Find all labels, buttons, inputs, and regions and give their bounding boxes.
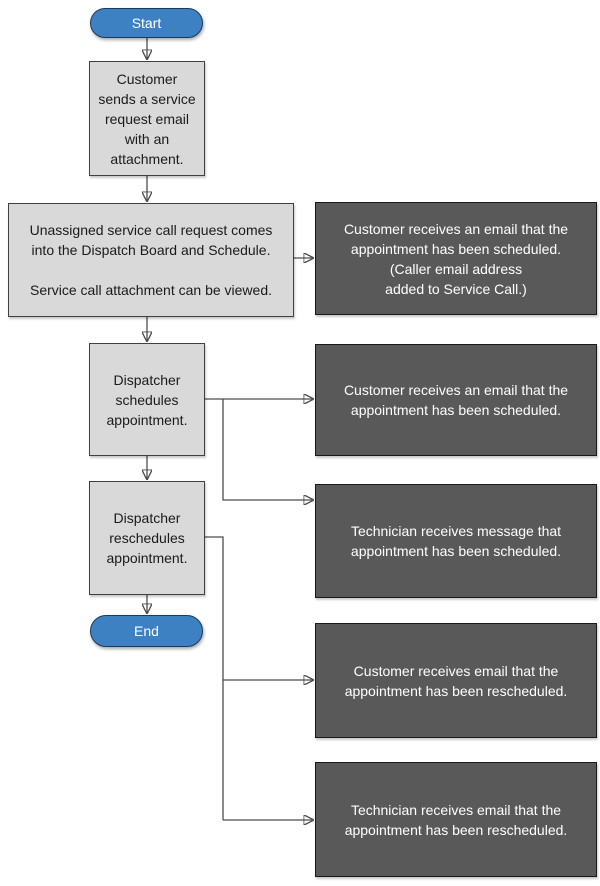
end-terminator: End xyxy=(90,615,203,647)
outcome-technician-email-rescheduled: Technician receives email that the appoi… xyxy=(315,762,597,877)
start-terminator: Start xyxy=(90,8,203,38)
process-unassigned-service-call: Unassigned service call request comes in… xyxy=(8,203,294,317)
outcome-customer-email-rescheduled: Customer receives email that the appoint… xyxy=(315,623,597,738)
end-label: End xyxy=(134,623,159,639)
outcome-technician-message-scheduled-label: Technician receives message that appoint… xyxy=(350,523,562,559)
outcome-customer-email-scheduled: Customer receives an email that the appo… xyxy=(315,344,597,456)
connector-reschedules-trunk xyxy=(205,536,224,820)
outcome-customer-email-scheduled-caller-added: Customer receives an email that the appo… xyxy=(315,202,597,315)
outcome-technician-email-rescheduled-label: Technician receives email that the appoi… xyxy=(344,801,568,838)
process-dispatcher-reschedules: Dispatcher reschedules appointment. xyxy=(89,481,205,595)
process-dispatcher-schedules: Dispatcher schedules appointment. xyxy=(89,343,205,456)
outcome-customer-email-scheduled-caller-added-label: Customer receives an email that the appo… xyxy=(343,220,569,297)
process-dispatcher-schedules-label: Dispatcher schedules appointment. xyxy=(106,371,188,428)
process-customer-sends-request-label: Customer sends a service request email w… xyxy=(98,70,196,167)
process-unassigned-service-call-label: Unassigned service call request comes in… xyxy=(29,222,273,298)
outcome-customer-email-rescheduled-label: Customer receives email that the appoint… xyxy=(344,662,568,699)
outcome-technician-message-scheduled: Technician receives message that appoint… xyxy=(315,484,597,598)
connector-schedules-to-technician-message xyxy=(222,399,313,500)
process-dispatcher-reschedules-label: Dispatcher reschedules appointment. xyxy=(106,510,188,566)
process-customer-sends-request: Customer sends a service request email w… xyxy=(89,61,205,176)
start-label: Start xyxy=(131,15,162,31)
outcome-customer-email-scheduled-label: Customer receives an email that the appo… xyxy=(343,382,569,418)
